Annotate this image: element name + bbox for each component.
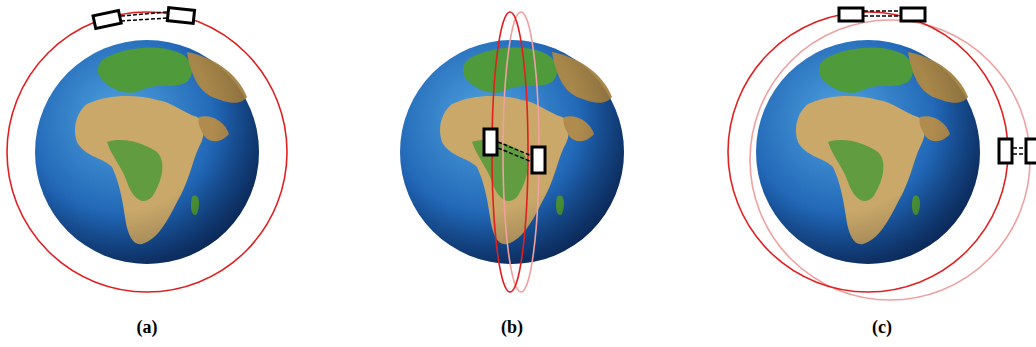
panel-label: (b) bbox=[501, 318, 523, 338]
panel-label: (c) bbox=[872, 318, 892, 338]
panel-label: (a) bbox=[137, 318, 158, 338]
